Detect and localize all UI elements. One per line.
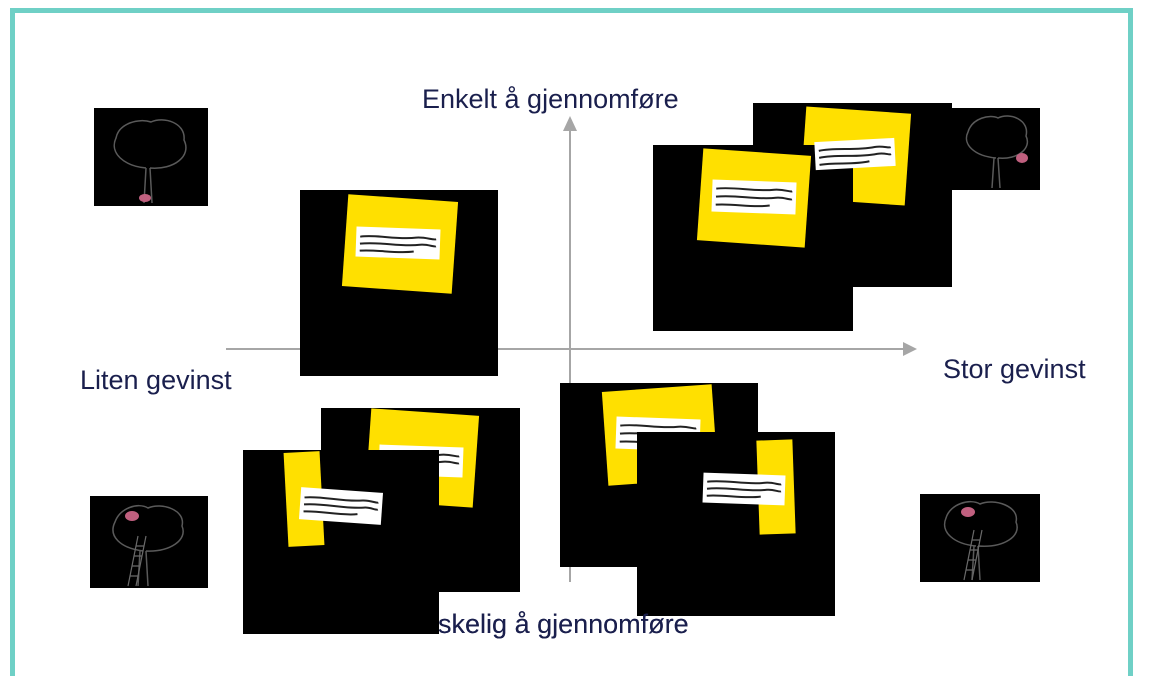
ladder-icon — [127, 535, 147, 587]
scribble-icon — [303, 496, 379, 516]
scribble-label — [814, 137, 896, 171]
label-easy: Enkelt å gjennomføre — [422, 84, 679, 114]
tree-image-top-left — [94, 108, 208, 206]
tree-image-bottom-right — [920, 494, 1040, 582]
tree-icon — [113, 119, 187, 204]
fruit-icon — [139, 194, 151, 202]
tree-image-bottom-left — [90, 496, 208, 588]
tree-image-top-right — [952, 108, 1040, 190]
label-small-gain: Liten gevinst — [80, 365, 232, 395]
scribble-icon — [715, 187, 793, 208]
tree-icon — [943, 500, 1018, 581]
label-hard-overlay: Vanskelig å gjennomføre — [392, 609, 689, 639]
tree-icon — [965, 115, 1029, 189]
sticky-note-image — [637, 432, 835, 616]
fruit-icon — [961, 507, 975, 517]
ladder-icon — [963, 529, 983, 581]
scribble-label — [355, 226, 441, 260]
scribble-icon — [818, 145, 892, 166]
fruit-icon — [1016, 153, 1028, 163]
sticky-note-image — [243, 450, 439, 634]
tree-icon — [112, 504, 184, 587]
scribble-label — [298, 487, 384, 525]
scribble-label — [711, 179, 797, 215]
scribble-label — [702, 472, 786, 506]
scribble-icon — [359, 235, 437, 254]
fruit-icon — [125, 511, 139, 521]
x-axis-arrowhead — [903, 342, 917, 356]
y-axis-arrowhead — [563, 116, 577, 131]
label-large-gain: Stor gevinst — [943, 354, 1086, 384]
scribble-icon — [706, 480, 782, 499]
